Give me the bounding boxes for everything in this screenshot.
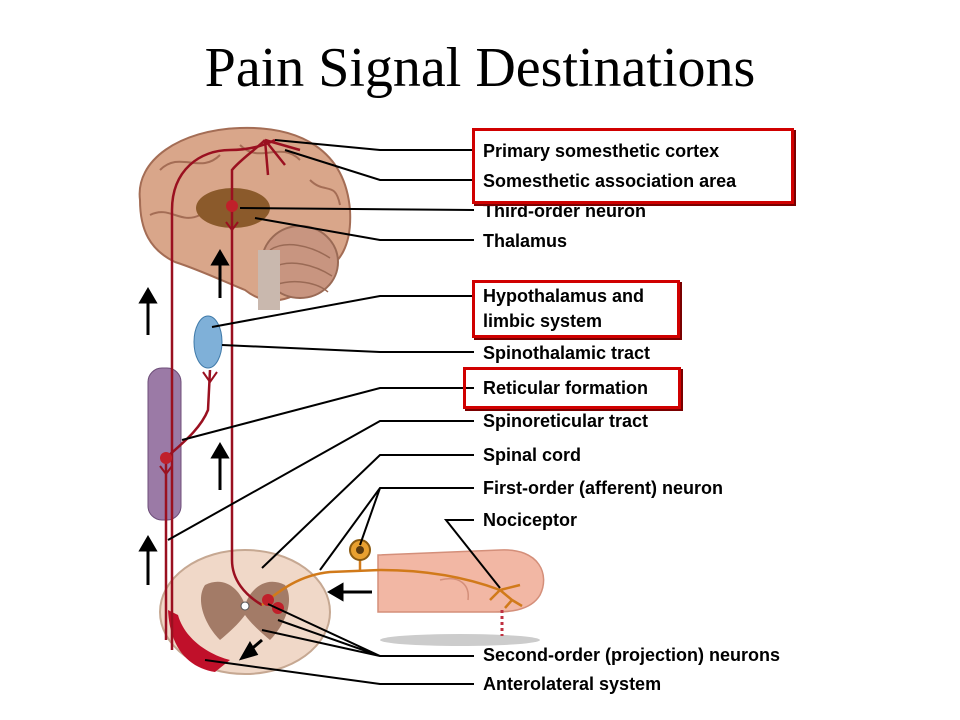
highlight-box-reticular [463,367,681,409]
highlight-box-cortex [472,128,794,204]
leader-lines [167,139,501,685]
label-spinothalamic-tract: Spinothalamic tract [483,343,651,363]
direction-arrows [138,249,372,661]
label-thalamus: Thalamus [483,231,568,251]
label-hypothalamus-line1: Hypothalamus and [483,286,645,306]
label-nociceptor: Nociceptor [483,510,578,530]
label-second-order-neurons: Second-order (projection) neurons [483,645,781,665]
page-title: Pain Signal Destinations [204,37,756,99]
label-third-order-neuron: Third-order neuron [483,201,646,221]
highlight-box-hypothalamus [472,280,680,338]
label-somesthetic-association-area: Somesthetic association area [483,171,737,191]
finger-illustration [377,549,545,646]
neuron-pathways [164,138,301,650]
label-primary-somesthetic-cortex: Primary somesthetic cortex [483,141,720,161]
label-first-order-neuron: First-order (afferent) neuron [483,478,724,498]
label-reticular-formation: Reticular formation [483,378,649,398]
label-hypothalamus-line2: limbic system [483,311,603,331]
label-spinal-cord: Spinal cord [483,445,582,465]
hypothalamus-oval [193,315,223,369]
third-order-neuron-body [226,200,238,212]
brainstem-column [147,367,182,521]
label-spinoreticular-tract: Spinoreticular tract [483,411,649,431]
label-anterolateral-system: Anterolateral system [483,674,662,694]
